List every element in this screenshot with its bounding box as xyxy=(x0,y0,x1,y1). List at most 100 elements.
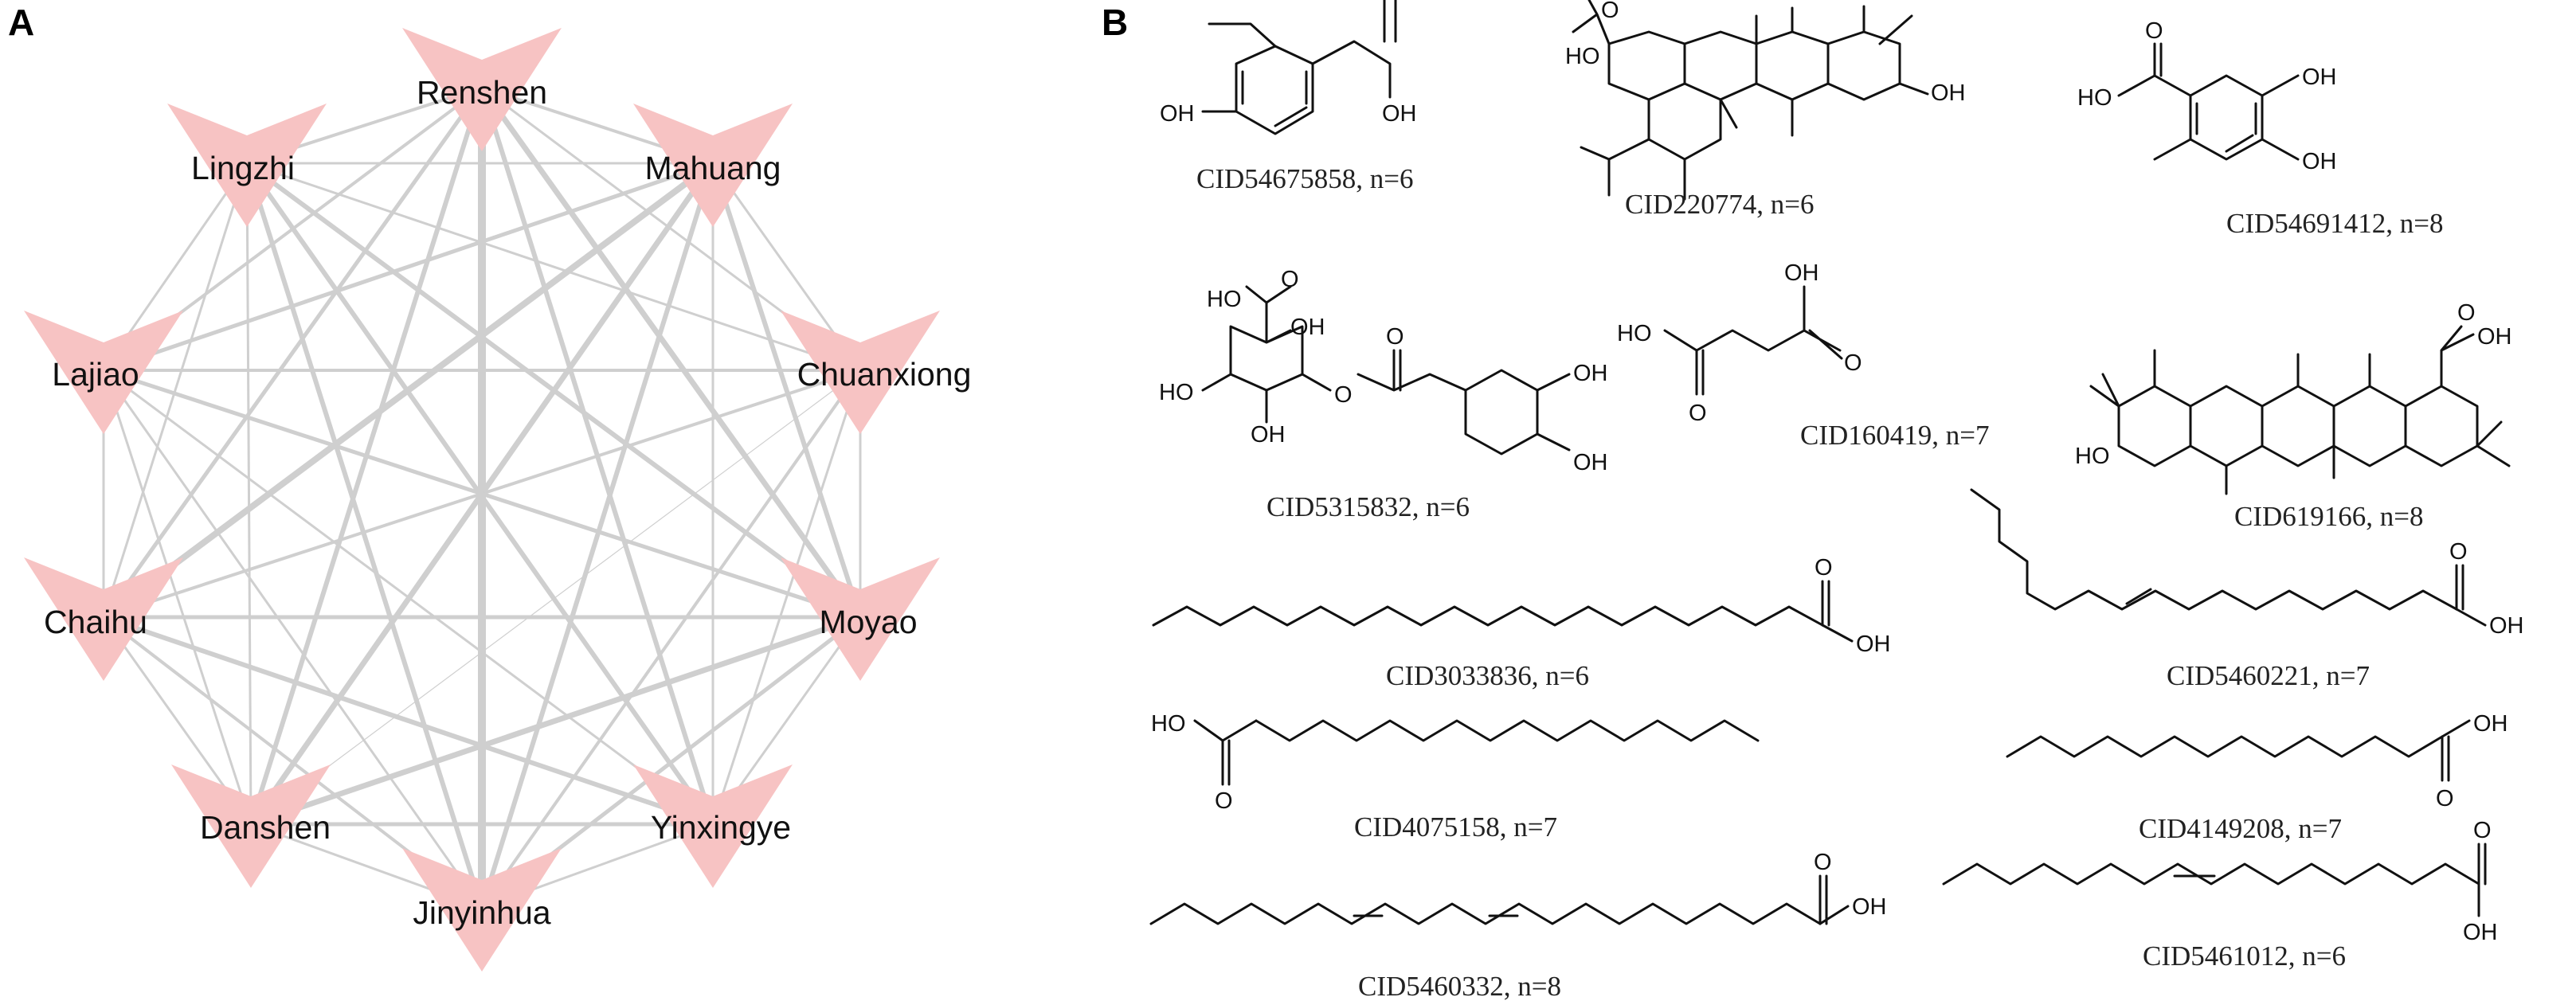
compound-label: CID5460332, n=8 xyxy=(1358,971,1561,1001)
atom-label: HO xyxy=(1617,321,1652,346)
edge-moyao-danshen xyxy=(248,614,863,827)
edge-mahuang-moyao xyxy=(711,161,863,620)
node-mahuang: Mahuang xyxy=(633,104,793,227)
node-jinyinhua: Jinyinhua xyxy=(402,848,562,972)
edge-moyao-lingzhi xyxy=(245,161,863,620)
network-edges xyxy=(100,84,863,912)
network-nodes: RenshenMahuangChuanxiongMoyaoYinxingyeJi… xyxy=(24,28,971,972)
compound-label: CID619166, n=8 xyxy=(2234,501,2424,532)
edge-chuanxiong-lingzhi xyxy=(245,162,862,372)
edge-chaihu-lingzhi xyxy=(102,162,249,619)
atom-label: O xyxy=(1814,850,1832,875)
structure-cid5460221: O OH CID5460221, n=7 xyxy=(1970,488,2524,691)
node-shape xyxy=(633,764,793,888)
atom-label: O xyxy=(1689,401,1707,426)
atom-label: O xyxy=(1844,350,1862,376)
structure-cid619166: O OH HO CID619166, n=8 xyxy=(2075,300,2512,532)
node-label: Lajiao xyxy=(52,356,139,393)
node-label: Chuanxiong xyxy=(797,356,972,393)
atom-label: OH xyxy=(2302,149,2337,174)
node-shape xyxy=(24,311,183,434)
node-chaihu: Chaihu xyxy=(24,557,183,681)
node-shape xyxy=(402,848,562,972)
edge-renshen-chaihu xyxy=(101,85,484,620)
atom-label: OH xyxy=(2473,711,2508,737)
compound-label: CID220774, n=6 xyxy=(1625,189,1815,220)
atom-label: O xyxy=(1815,555,1833,581)
edge-danshen-lingzhi xyxy=(245,162,253,826)
node-chuanxiong: Chuanxiong xyxy=(781,311,971,434)
compound-label: CID5461012, n=6 xyxy=(2143,940,2346,972)
node-danshen: Danshen xyxy=(171,764,331,888)
atom-label: HO xyxy=(2077,85,2112,111)
structure-cid5315832: HO O OH HO OH O O OH OH CID5315832, n=6 xyxy=(1159,267,1608,522)
compound-label: CID5315832, n=6 xyxy=(1266,491,1470,522)
atom-label: OH xyxy=(1382,101,1417,127)
edge-danshen-lajiao xyxy=(102,369,253,826)
atom-label: O xyxy=(2436,786,2454,811)
node-shape xyxy=(781,311,940,434)
atom-label: OH xyxy=(1573,450,1608,475)
compound-label: CID5460221, n=7 xyxy=(2167,660,2370,691)
atom-label: O xyxy=(2449,539,2468,565)
node-label: Danshen xyxy=(200,809,331,846)
structure-cid4149208: OH O CID4149208, n=7 xyxy=(2006,711,2508,844)
node-label: Moyao xyxy=(819,604,917,640)
edge-mahuang-jinyinhua xyxy=(480,161,715,910)
compound-label: CID54691412, n=8 xyxy=(2226,208,2444,239)
node-label: Lingzhi xyxy=(191,150,295,186)
atom-label: OH xyxy=(1852,894,1887,920)
atom-label: O xyxy=(2473,818,2492,843)
node-shape xyxy=(24,557,183,681)
atom-label: O xyxy=(1601,0,1619,23)
atom-label: HO xyxy=(1159,380,1194,405)
node-shape xyxy=(781,557,940,681)
node-label: Jinyinhua xyxy=(413,894,550,931)
atom-label: OH xyxy=(1784,260,1819,286)
atom-label: OH xyxy=(2463,920,2498,945)
atom-label: OH xyxy=(2477,324,2512,350)
node-label: Mahuang xyxy=(645,150,781,186)
edge-renshen-moyao xyxy=(479,84,863,620)
edge-yinxingye-lajiao xyxy=(102,369,714,826)
node-shape xyxy=(402,28,562,151)
node-lingzhi: Lingzhi xyxy=(167,104,327,227)
atom-label: HO xyxy=(2075,444,2110,469)
atom-label: O xyxy=(2145,18,2163,44)
compound-label: CID54675858, n=6 xyxy=(1196,163,1414,194)
compound-label: CID4075158, n=7 xyxy=(1354,811,1557,843)
node-renshen: Renshen xyxy=(402,28,562,151)
atom-label: OH xyxy=(2302,65,2337,90)
structure-cid54691412: O HO OH OH CID54691412, n=8 xyxy=(2077,18,2444,239)
structure-cid160419: OH HO O O CID160419, n=7 xyxy=(1617,260,1990,451)
panel-a-letter: A xyxy=(8,2,34,43)
atom-label: O xyxy=(2457,300,2476,326)
node-shape xyxy=(171,764,331,888)
node-shape xyxy=(167,104,327,227)
edge-jinyinhua-lajiao xyxy=(102,369,483,909)
node-label: Yinxingye xyxy=(651,809,791,846)
structure-cid5460332: O OH CID5460332, n=8 xyxy=(1149,850,1887,1001)
atom-label: HO xyxy=(1565,44,1600,69)
edge-chuanxiong-jinyinhua xyxy=(480,369,862,909)
structure-cid3033836: O OH CID3033836, n=6 xyxy=(1152,555,1891,691)
atom-label: OH xyxy=(1160,101,1195,127)
edge-yinxingye-chaihu xyxy=(101,615,715,827)
compound-label: CID4149208, n=7 xyxy=(2139,813,2342,844)
atom-label: O xyxy=(1281,267,1299,292)
atom-label: O xyxy=(1215,788,1233,814)
node-lajiao: Lajiao xyxy=(24,311,183,434)
atom-label: O xyxy=(1334,382,1353,408)
atom-label: OH xyxy=(2489,613,2524,639)
node-yinxingye: Yinxingye xyxy=(633,764,793,888)
atom-label: HO xyxy=(1207,287,1242,312)
node-moyao: Moyao xyxy=(781,557,940,681)
edge-jinyinhua-lingzhi xyxy=(245,161,484,910)
atom-label: OH xyxy=(1290,315,1325,340)
node-label: Renshen xyxy=(417,74,547,111)
atom-label: OH xyxy=(1856,631,1891,657)
compound-label: CID3033836, n=6 xyxy=(1386,660,1589,691)
panel-b-letter: B xyxy=(1102,2,1128,43)
structure-cid4075158: HO O CID4075158, n=7 xyxy=(1151,711,1760,843)
